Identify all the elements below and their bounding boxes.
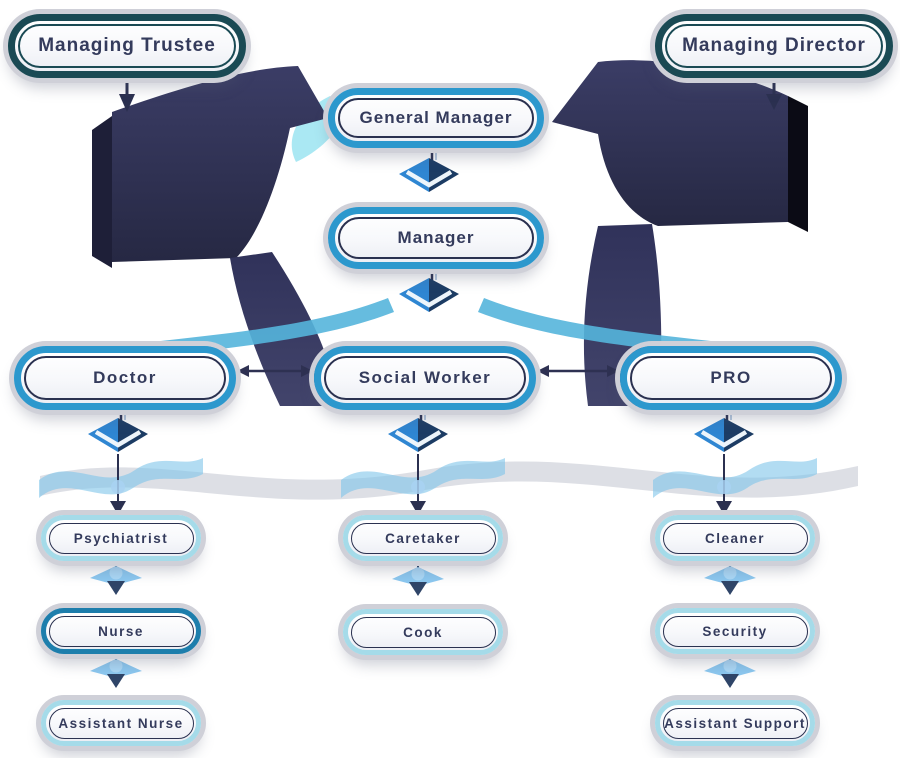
node-cook: Cook [343,609,503,655]
node-assistant-nurse: Assistant Nurse [41,700,201,746]
node-label: Psychiatrist [73,530,169,546]
wave-manager-left [152,298,394,357]
connector-caretaker-cook [391,564,445,597]
node-label: Assistant Nurse [58,715,184,731]
node-managing-trustee: Managing Trustee [8,14,246,78]
node-label: Managing Trustee [38,35,216,56]
node-label: Social Worker [358,368,492,387]
node-label: Doctor [93,368,157,387]
node-security: Security [655,608,815,654]
node-nurse: Nurse [41,608,201,654]
node-label: Cleaner [704,530,766,546]
node-label: Nurse [98,623,144,639]
node-general-manager: General Manager [328,88,544,148]
node-assistant-support: Assistant Support [655,700,815,746]
wave-columns [39,458,817,498]
node-label: Managing Director [682,35,866,56]
dropline-socialworker-caretaker [410,454,426,515]
dropline-doctor-psychiatrist [110,454,126,515]
connector-psychiatrist-nurse [89,563,143,596]
node-doctor: Doctor [14,346,236,410]
dropline-pro-cleaner [716,454,732,515]
ribbon-trustee-to-gm [92,66,328,268]
node-caretaker: Caretaker [343,515,503,561]
node-label: Cook [403,624,443,640]
node-label: PRO [710,368,752,387]
node-cleaner: Cleaner [655,515,815,561]
node-manager: Manager [328,207,544,269]
node-label: Security [702,623,768,639]
lateral-connector-doctor-socialworker [237,365,313,377]
node-social-worker: Social Worker [314,346,536,410]
node-label: Manager [397,228,475,247]
ribbon-director-to-gm [552,60,808,232]
node-label: Assistant Support [664,715,806,731]
connector-nurse-assistantnurse [89,656,143,689]
node-label: Caretaker [385,530,461,546]
wave-manager-right [478,298,720,357]
connector-cleaner-security [703,563,757,596]
node-label: General Manager [359,108,513,127]
node-pro: PRO [620,346,842,410]
lateral-connector-socialworker-pro [537,365,619,377]
connector-security-assistantsupport [703,656,757,689]
node-psychiatrist: Psychiatrist [41,515,201,561]
node-managing-director: Managing Director [655,14,893,78]
